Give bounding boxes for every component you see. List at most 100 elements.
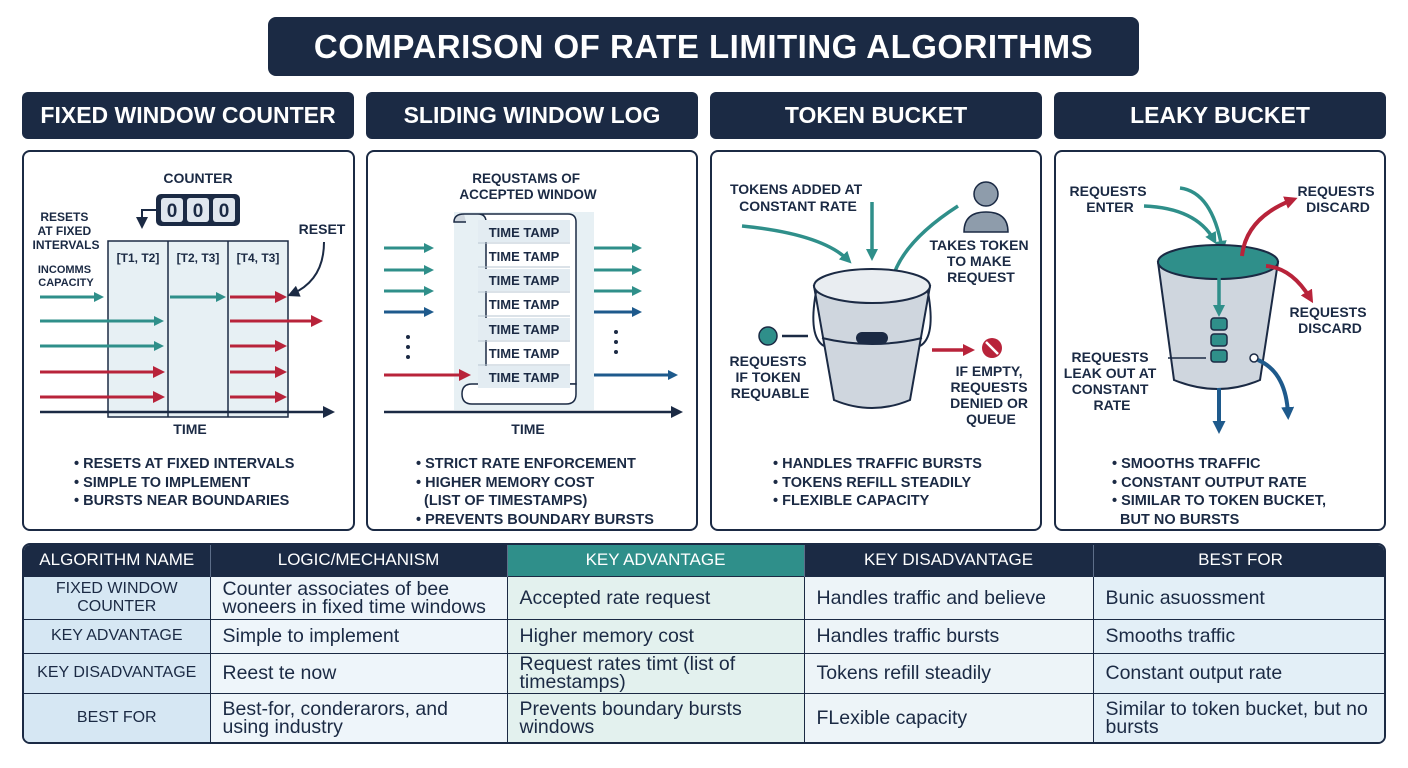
requests-if-token-label: REQUESTS IF TOKEN REQUABLE bbox=[730, 353, 811, 401]
table-cell: Request rates timt (list of timestamps) bbox=[507, 652, 805, 693]
bullet-item: • PREVENTS BOUNDARY BURSTS bbox=[416, 511, 654, 528]
panel-leaky-bucket: REQUESTS ENTER REQUESTS DISCARD REQUESTS… bbox=[1054, 150, 1386, 531]
timestamp-entry: TIME TAMP bbox=[489, 370, 560, 385]
discard-arrow bbox=[1265, 264, 1314, 304]
bullet-item: • CONSTANT OUTPUT RATE bbox=[1112, 474, 1307, 491]
token-arrow bbox=[741, 224, 852, 264]
leak-arrow bbox=[1257, 358, 1295, 420]
table-cell: Similar to token bucket, but no bursts bbox=[1093, 692, 1384, 742]
bullet-item: • SIMPLE TO IMPLEMENT bbox=[74, 474, 251, 491]
panel-sliding-window: REQUSTAMS OF ACCEPTED WINDOW TIME TAMP T… bbox=[366, 150, 698, 531]
bucket-icon bbox=[812, 268, 932, 409]
time-label: TIME bbox=[173, 421, 206, 437]
table-cell: Handles traffic and believe bbox=[804, 575, 1094, 619]
time-windows bbox=[107, 240, 289, 418]
row-name: KEY DISADVANTAGE bbox=[24, 652, 211, 693]
timestamp-entry: TIME TAMP bbox=[489, 322, 560, 337]
if-empty-label: IF EMPTY, REQUESTS DENIED OR QUEUE bbox=[950, 363, 1032, 427]
timestamp-entry: TIME TAMP bbox=[489, 225, 560, 240]
bullet-item: • HANDLES TRAFFIC BURSTS bbox=[773, 456, 982, 472]
bullet-item: • SMOOTHS TRAFFIC bbox=[1112, 456, 1261, 472]
bullet-item: • STRICT RATE ENFORCEMENT bbox=[416, 456, 636, 472]
timestamp-entry: TIME TAMP bbox=[489, 297, 560, 312]
bullet-item: (LIST OF TIMESTAMPS) bbox=[416, 493, 588, 509]
leaky-bucket-icon bbox=[1156, 244, 1280, 390]
outgoing-request-arrows bbox=[594, 243, 678, 380]
incoming-request-arrows bbox=[384, 243, 471, 381]
leaky-bucket-bullets: • SMOOTHS TRAFFIC • CONSTANT OUTPUT RATE… bbox=[1112, 455, 1326, 529]
sliding-window-bullets: • STRICT RATE ENFORCEMENT • HIGHER MEMOR… bbox=[416, 455, 654, 529]
table-cell: Prevents boundary bursts windows bbox=[507, 692, 805, 742]
leak-out-label: REQUESTS LEAK OUT AT CONSTANT RATE bbox=[1064, 349, 1160, 413]
panel-fixed-window: COUNTER 0 0 0 [T1, T2] [T2, T3] [T4, T3]… bbox=[22, 150, 355, 531]
counter-label: COUNTER bbox=[163, 170, 232, 186]
panel-header-sliding-window: SLIDING WINDOW LOG bbox=[366, 92, 698, 139]
bullet-item: BUT NO BURSTS bbox=[1112, 511, 1240, 528]
table-row: KEY DISADVANTAGE Reest te now Request ra… bbox=[24, 652, 1384, 693]
sliding-window-diagram: REQUSTAMS OF ACCEPTED WINDOW TIME TAMP T… bbox=[384, 171, 683, 437]
bullet-item: • FLEXIBLE CAPACITY bbox=[773, 493, 930, 509]
table-cell: Smooths traffic bbox=[1093, 618, 1384, 653]
requests-enter-label: REQUESTS ENTER bbox=[1070, 183, 1151, 215]
fixed-window-diagram: COUNTER 0 0 0 [T1, T2] [T2, T3] [T4, T3]… bbox=[33, 170, 346, 437]
token-icon bbox=[758, 326, 778, 346]
counter-digit: 0 bbox=[193, 201, 204, 222]
reset-arrow bbox=[287, 241, 325, 297]
bullet-item: • BURSTS NEAR BOUNDARIES bbox=[74, 493, 290, 509]
incoming-label: INCOMMS CAPACITY bbox=[38, 264, 94, 289]
table-header-row: ALGORITHM NAME LOGIC/MECHANISM KEY ADVAN… bbox=[24, 545, 1384, 576]
row-name: FIXED WINDOW COUNTER bbox=[24, 575, 211, 619]
window-label: [T2, T3] bbox=[177, 251, 220, 265]
timestamp-entry: TIME TAMP bbox=[489, 249, 560, 264]
page-title: COMPARISON OF RATE LIMITING ALGORITHMS bbox=[268, 17, 1139, 76]
column-header: LOGIC/MECHANISM bbox=[210, 545, 508, 576]
panel-header-token-bucket: TOKEN BUCKET bbox=[710, 92, 1042, 139]
table-row: BEST FOR Best-for, conderarors, and usin… bbox=[24, 692, 1384, 742]
table-cell: FLexible capacity bbox=[804, 692, 1094, 742]
table-cell: Accepted rate request bbox=[507, 575, 805, 619]
column-header: BEST FOR bbox=[1093, 545, 1384, 576]
column-header: ALGORITHM NAME bbox=[24, 545, 211, 576]
counter-digit: 0 bbox=[167, 201, 178, 222]
takes-token-label: TAKES TOKEN TO MAKE REQUEST bbox=[930, 237, 1033, 285]
table-cell: Reest te now bbox=[210, 652, 508, 693]
panel-header-fixed-window: FIXED WINDOW COUNTER bbox=[22, 92, 354, 139]
window-label: [T4, T3] bbox=[237, 251, 280, 265]
resets-fixed-label: RESETS AT FIXED INTERVALS bbox=[33, 210, 100, 252]
table-row: FIXED WINDOW COUNTER Counter associates … bbox=[24, 575, 1384, 619]
leaky-bucket-diagram: REQUESTS ENTER REQUESTS DISCARD REQUESTS… bbox=[1064, 183, 1379, 434]
table-cell: Handles traffic bursts bbox=[804, 618, 1094, 653]
token-bucket-diagram: TOKENS ADDED AT CONSTANT RATE TAKES TOKE… bbox=[730, 181, 1033, 427]
reset-label: RESET bbox=[299, 221, 346, 237]
table-cell: Simple to implement bbox=[210, 618, 508, 653]
enter-arrow bbox=[1179, 186, 1227, 253]
timestamp-entry: TIME TAMP bbox=[489, 346, 560, 361]
table-cell: Higher memory cost bbox=[507, 618, 805, 653]
requests-discard-mid-label: REQUESTS DISCARD bbox=[1290, 304, 1371, 336]
counter-arrow bbox=[136, 209, 156, 229]
window-label: [T1, T2] bbox=[117, 251, 160, 265]
timestamp-entry: TIME TAMP bbox=[489, 273, 560, 288]
fixed-window-bullets: • RESETS AT FIXED INTERVALS • SIMPLE TO … bbox=[74, 455, 294, 511]
bullet-item: • RESETS AT FIXED INTERVALS bbox=[74, 456, 295, 472]
denied-icon bbox=[982, 338, 1002, 358]
table-cell: Best-for, conderarors, and using industr… bbox=[210, 692, 508, 742]
row-name: KEY ADVANTAGE bbox=[24, 618, 211, 653]
log-title: REQUSTAMS OF ACCEPTED WINDOW bbox=[459, 171, 596, 202]
table-cell: Tokens refill steadily bbox=[804, 652, 1094, 693]
enter-arrow bbox=[1143, 204, 1217, 245]
request-arrows bbox=[40, 291, 323, 403]
requests-discard-top-label: REQUESTS DISCARD bbox=[1298, 183, 1379, 215]
table-cell: Constant output rate bbox=[1093, 652, 1384, 693]
comparison-table: ALGORITHM NAME LOGIC/MECHANISM KEY ADVAN… bbox=[22, 543, 1386, 744]
bullet-item: • SIMILAR TO TOKEN BUCKET, bbox=[1112, 493, 1326, 509]
token-bucket-bullets: • HANDLES TRAFFIC BURSTS • TOKENS REFILL… bbox=[773, 455, 982, 511]
column-header: KEY ADVANTAGE bbox=[507, 545, 805, 576]
panel-header-leaky-bucket: LEAKY BUCKET bbox=[1054, 92, 1386, 139]
tokens-added-label: TOKENS ADDED AT CONSTANT RATE bbox=[730, 181, 866, 214]
table-row: KEY ADVANTAGE Simple to implement Higher… bbox=[24, 618, 1384, 653]
panel-token-bucket: TOKENS ADDED AT CONSTANT RATE TAKES TOKE… bbox=[710, 150, 1042, 531]
row-name: BEST FOR bbox=[24, 692, 211, 742]
discard-arrow bbox=[1240, 196, 1298, 257]
column-header: KEY DISADVANTAGE bbox=[804, 545, 1094, 576]
